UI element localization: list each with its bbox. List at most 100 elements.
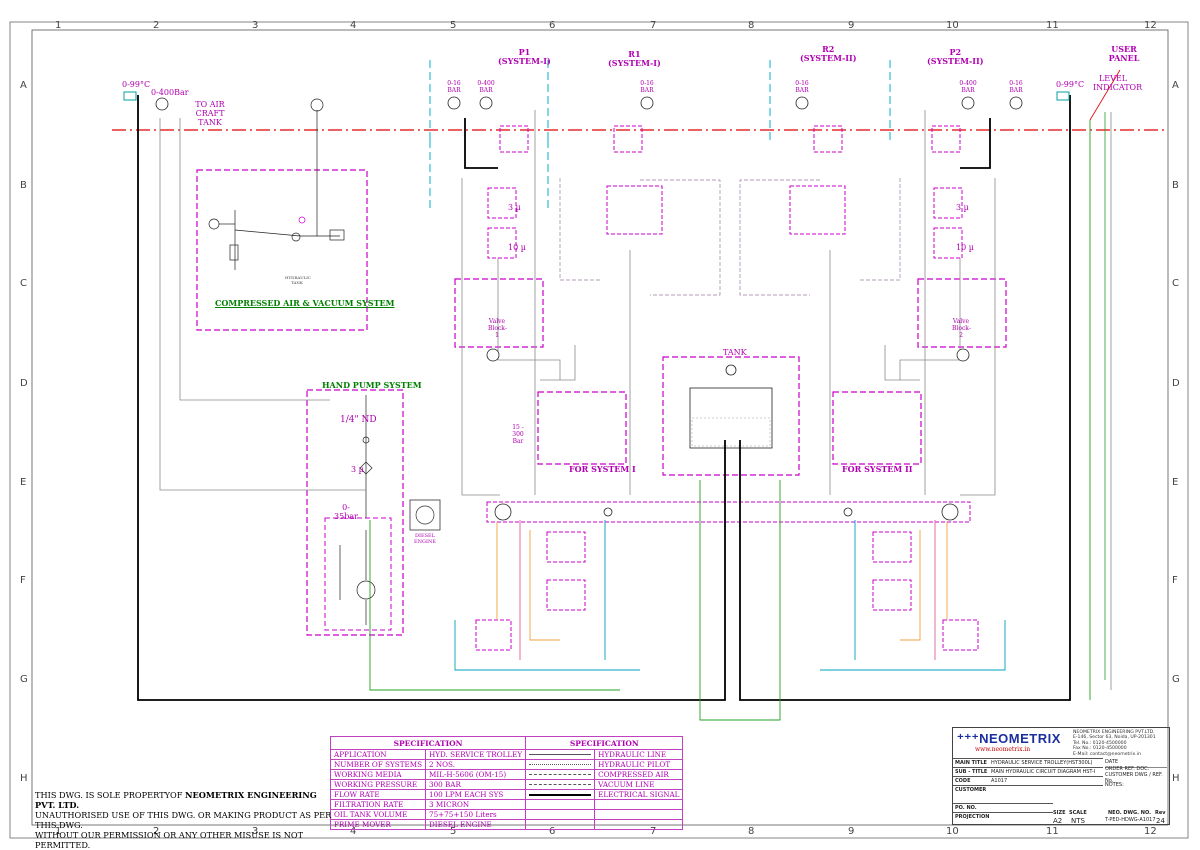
pumps: [494, 503, 959, 521]
frame-row-left: A: [20, 80, 27, 91]
company-address-line: E-146, Sector 63, Noida, UP-201301: [1073, 735, 1156, 741]
frame-row-left: F: [20, 575, 26, 586]
label-filter-10u-2: 10 µ: [956, 243, 974, 252]
legend-label: HYDRAULIC PILOT: [594, 759, 684, 770]
frame-row-right: G: [1172, 674, 1180, 685]
frame-row-left: H: [20, 773, 28, 784]
legend-label: [594, 809, 684, 820]
frame-row-right: A: [1172, 80, 1179, 91]
frame-col-bottom: 6: [549, 826, 556, 837]
legend-label: [594, 799, 684, 810]
spec-key: WORKING PRESSURE: [329, 779, 427, 790]
label-filter-3u: 3 µ: [351, 465, 364, 474]
frame-col-top: 7: [650, 20, 657, 31]
company-url: www.neometrix.in: [975, 746, 1031, 753]
hand-pump-box: [306, 389, 404, 636]
title-block: ⁺⁺⁺NEOMETRIX www.neometrix.in NEOMETRIX …: [952, 727, 1170, 825]
label-diesel-engine: DIESEL ENGINE: [413, 533, 437, 545]
company-logo: ⁺⁺⁺NEOMETRIX: [957, 731, 1061, 746]
hand-pump-inner: [324, 517, 392, 631]
frame-col-bottom: 9: [848, 826, 855, 837]
label-range-0-35: 0-35bar: [334, 503, 358, 521]
spec-value: MIL-H-5606 (OM-15): [425, 769, 527, 780]
frame-col-top: 2: [153, 20, 160, 31]
spec-value: 2 NOS.: [425, 759, 527, 770]
frame-row-left: E: [20, 477, 27, 488]
company-address-line: Fax No.: 0120-4500000: [1073, 746, 1127, 752]
frame-row-right: B: [1172, 180, 1179, 191]
row-po: PO. NO.: [953, 803, 1053, 813]
size-label: SIZE: [1053, 810, 1066, 816]
tank-indicator: [725, 364, 737, 376]
frame-col-bottom: 3: [252, 826, 259, 837]
spec-key: FLOW RATE: [329, 789, 427, 800]
tank-body: [689, 387, 773, 449]
frame-col-top: 3: [252, 20, 259, 31]
label-flow-15: 15 - 300 Bar: [512, 424, 524, 445]
ownership-notice: THIS DWG. IS SOLE PROPERTYOF NEOMETRIX E…: [35, 790, 335, 850]
rev-value: 24: [1156, 817, 1165, 825]
legend-line: [525, 759, 596, 770]
frame-col-bottom: 7: [650, 826, 657, 837]
spec-value: DIESEL ENGINE: [425, 819, 527, 830]
spec-value: 100 LPM EACH SYS: [425, 789, 527, 800]
frame-row-left: D: [20, 378, 28, 389]
label-filter-10u-1: 10 µ: [508, 243, 526, 252]
valve-block-1-box: [454, 278, 544, 348]
spec-header-right: SPECIFICATION: [525, 736, 684, 750]
frame-row-right: H: [1172, 773, 1180, 784]
electrical-lines: [137, 95, 1071, 701]
frame-col-top: 9: [848, 20, 855, 31]
notice-line2: UNAUTHORISED USE OF THIS DWG. OR MAKING …: [35, 810, 332, 830]
row-customer: CUSTOMER: [953, 785, 1103, 804]
frame-col-top: 1: [55, 20, 62, 31]
legend-label: VACUUM LINE: [594, 779, 684, 790]
outer-frame: [9, 21, 1189, 839]
legend-label: COMPRESSED AIR: [594, 769, 684, 780]
frame-col-top: 11: [1046, 20, 1059, 31]
label-compressed-air-system: COMPRESSED AIR & VACUUM SYSTEM: [215, 298, 395, 308]
system-1-manifold: [537, 391, 627, 465]
dwg-label: NEO. DWG. NO.: [1108, 810, 1152, 816]
frame-col-top: 5: [450, 20, 457, 31]
label-p1: P1(SYSTEM-I): [498, 47, 551, 66]
colored-lines: [369, 120, 1091, 721]
spec-value: 75+75+150 Liters: [425, 809, 527, 820]
notice-line3: WITHOUT OUR PERMISSION OR ANY OTHER MISU…: [35, 830, 304, 850]
spec-key: WORKING MEDIA: [329, 769, 427, 780]
frame-row-right: D: [1172, 378, 1180, 389]
diesel-engine-flywheel: [415, 505, 435, 525]
label-user-panel: USER PANEL: [1108, 44, 1140, 63]
user-panel-pointer: [1089, 69, 1121, 121]
frame-col-bottom: 5: [450, 826, 457, 837]
label-r1: R1(SYSTEM-I): [608, 49, 661, 68]
spec-key: NUMBER OF SYSTEMS: [329, 759, 427, 770]
notes-label: NOTES:: [1105, 782, 1124, 788]
legend-line: [525, 809, 596, 820]
company-address: NEOMETRIX ENGINEERING PVT.LTD.E-146, Sec…: [1073, 730, 1156, 757]
size-value: A2: [1053, 817, 1063, 825]
legend-line: [525, 819, 596, 830]
frame-col-bottom: 2: [153, 826, 160, 837]
label-right-temp: 0-99°C: [1056, 80, 1085, 89]
gauges: [155, 96, 1023, 362]
label-nd: 1/4" ND: [340, 415, 377, 425]
frame-col-bottom: 4: [350, 826, 357, 837]
label-tank: TANK: [723, 348, 747, 357]
customer-dwg-label: CUSTOMER DWG / REF. No.: [1105, 772, 1163, 784]
frame-col-bottom: 10: [946, 826, 959, 837]
label-r2: R2(SYSTEM-II): [800, 44, 857, 63]
legend-label: HYDRAULIC LINE: [594, 749, 684, 760]
label-gauge-r2-16: 0-16 BAR: [795, 80, 809, 94]
company-address-line: E-Mail: contact@neometrix.in: [1073, 751, 1141, 757]
label-to-aircraft-tank: TO AIR CRAFT TANK: [195, 100, 225, 127]
system-dividers: [429, 60, 891, 210]
scale-label: SCALE: [1069, 810, 1087, 816]
label-left-temp: 0-99°C: [122, 80, 151, 89]
